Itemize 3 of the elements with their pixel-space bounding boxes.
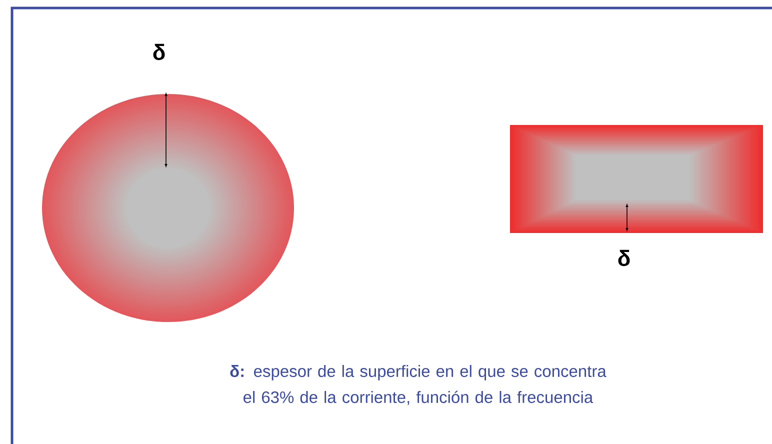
note-text: δ: espesor de la superficie en el que se concentra el 63% de la corriente, función de la frecuencia	[230, 364, 606, 406]
symbol-label: δ	[153, 44, 165, 60]
symbol-label: δ	[618, 250, 630, 266]
